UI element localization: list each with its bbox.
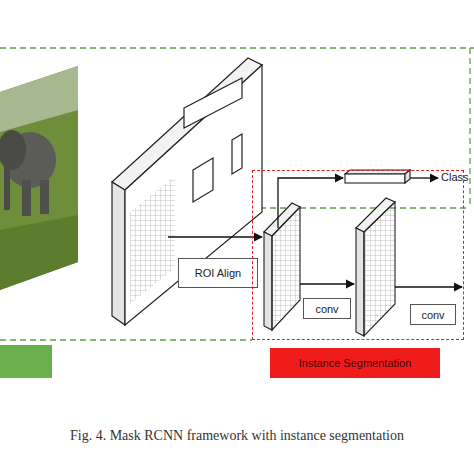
elephant-leg [40, 180, 49, 214]
stage-label-band [0, 345, 52, 378]
flow-arrow [168, 236, 262, 237]
box-label: conv [421, 309, 444, 321]
feature-map [112, 58, 262, 325]
box-label: conv [315, 303, 338, 315]
slab-front [125, 65, 262, 325]
photo-sky [0, 66, 78, 132]
box-label: ROI Align [195, 267, 241, 279]
roi-rect [193, 158, 213, 202]
slab-side [264, 232, 272, 330]
process-box: ROI Align [178, 258, 258, 288]
mask-head-maps [264, 170, 410, 336]
flow-arrow [278, 178, 343, 228]
frame-line [250, 207, 470, 208]
photo-grass [0, 215, 78, 290]
figure-caption: Fig. 4. Mask RCNN framework with instanc… [0, 428, 474, 444]
roi-rect [184, 78, 242, 128]
input-photo [0, 66, 78, 290]
slab-side [112, 182, 125, 325]
output-label: Class [441, 171, 469, 183]
flow-arrow [300, 283, 354, 284]
photo-background [0, 66, 78, 290]
elephant-trunk [4, 160, 10, 210]
slab-front [364, 202, 395, 336]
region-heading: Instance Segmentation [270, 348, 440, 378]
elephant-leg [22, 180, 31, 216]
slab-side [356, 228, 364, 336]
class-box-side [405, 170, 410, 183]
flow-arrow [410, 177, 438, 178]
flow-arrows [168, 178, 462, 287]
process-box: conv [303, 298, 351, 319]
flow-arrow [395, 286, 462, 287]
frame-line [469, 48, 470, 208]
frame-line [0, 339, 252, 340]
roi-rect [232, 134, 242, 174]
process-box: conv [410, 304, 456, 325]
elephant-head [0, 130, 26, 170]
slab-front [272, 207, 300, 330]
frame-line [0, 47, 474, 48]
segmentation-region: Instance Segmentation conv conv [252, 170, 464, 380]
feature-grid [130, 176, 175, 304]
class-box [345, 174, 405, 183]
outer-frame [0, 48, 474, 340]
